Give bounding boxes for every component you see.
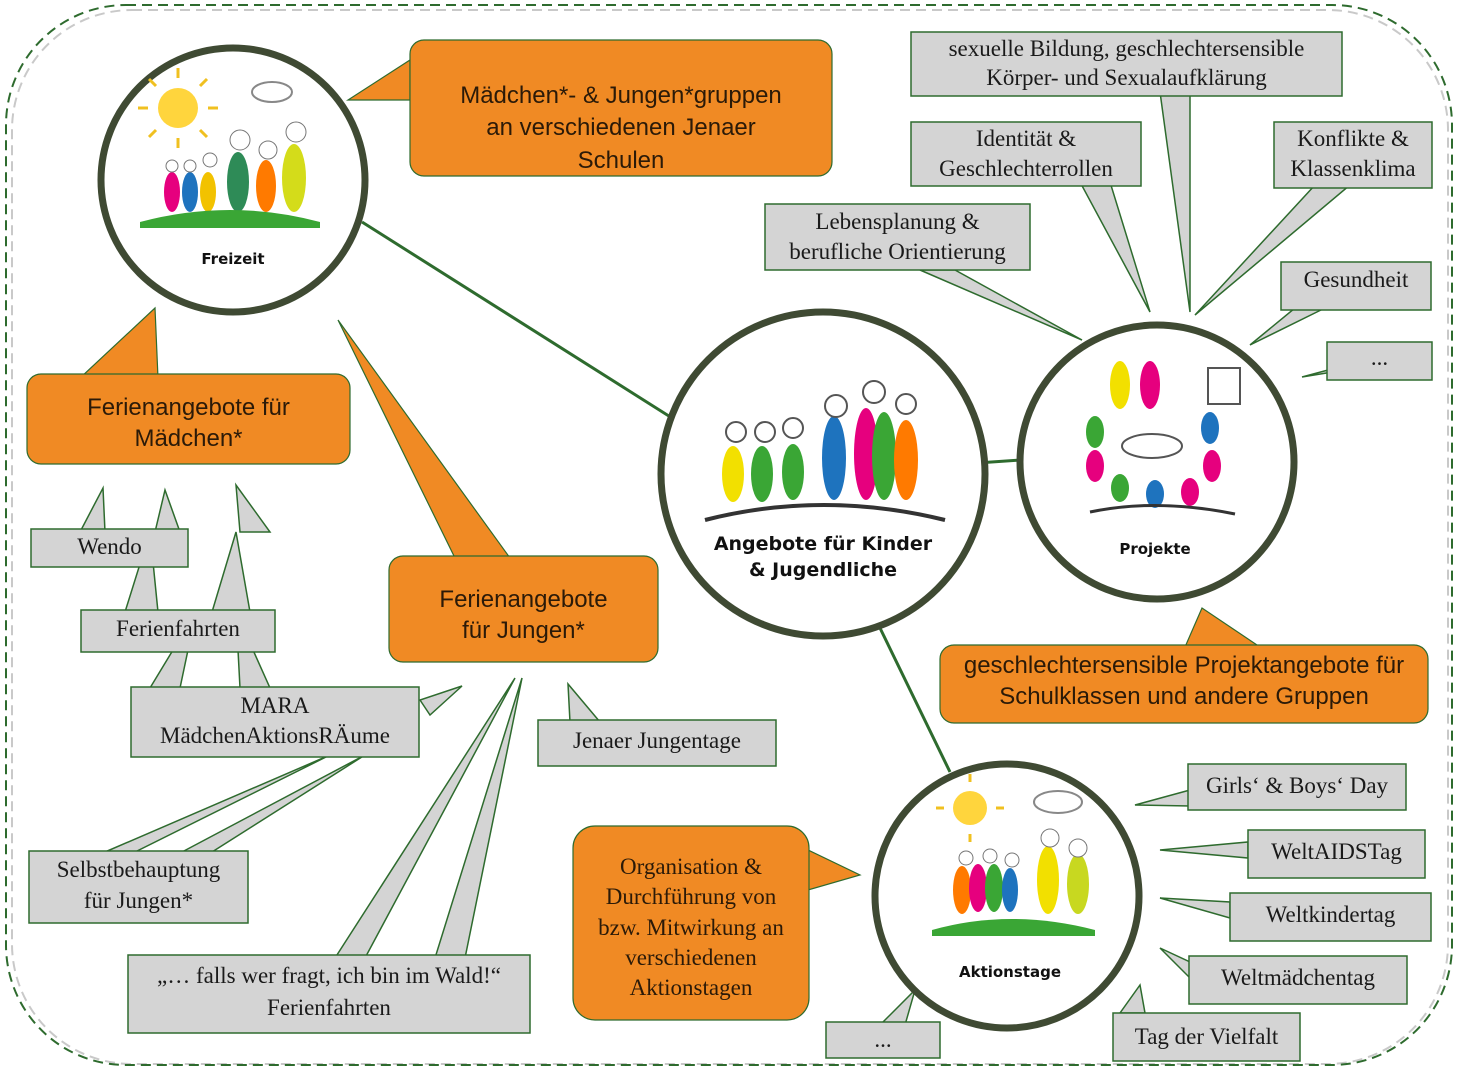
callout-aktionstage-text: Organisation & Durchführung von bzw. Mit…: [598, 854, 784, 1001]
item-selbstbehauptung-line1: Selbstbehauptung: [56, 857, 221, 882]
day-vielfalt: Tag der Vielfalt: [1134, 1024, 1279, 1049]
connector-freizeit: [361, 220, 673, 420]
cloud-icon: [251, 81, 293, 103]
hub-aktionstage: [871, 760, 1143, 1032]
item-wendo: Wendo: [77, 534, 142, 559]
hub-center: [657, 308, 989, 640]
topic-konflikte-line1: Konflikte &: [1297, 126, 1409, 151]
item-wald-line2: Ferienfahrten: [267, 995, 391, 1020]
people-figures-icon: [932, 828, 1095, 936]
item-box-wald: [127, 954, 531, 1034]
cloud-icon: [1033, 790, 1083, 814]
classroom-figures-icon: [1086, 361, 1241, 516]
item-box-ferienfahrten: [80, 609, 276, 653]
gray-pointers: [78, 91, 1353, 1026]
day-weltaidstag: WeltAIDSTag: [1271, 839, 1402, 864]
people-figures-icon: [704, 380, 946, 522]
sun-icon: [953, 791, 987, 825]
day-box-aids: [1247, 829, 1426, 879]
hub-label-center: Angebote für Kinder & Jugendliche: [713, 533, 933, 581]
callout-gruppen-text: Mädchen*- & Jungen*gruppen an verschiede…: [460, 82, 782, 174]
item-ferienfahrten: Ferienfahrten: [116, 616, 240, 641]
topic-box-etc: [1326, 341, 1433, 381]
callout-projektangebote: [939, 644, 1429, 724]
callout-ferien-maedchen: [26, 373, 351, 465]
topic-lebensplanung-line2: berufliche Orientierung: [789, 239, 1006, 264]
item-box-wendo: [30, 528, 189, 568]
orange-callouts: [26, 39, 1429, 1021]
topic-identitaet-line2: Geschlechterrollen: [939, 156, 1113, 181]
day-box-etc: [825, 1021, 941, 1059]
outer-border-light: [11, 9, 1449, 1065]
sun-rays-icon: [936, 774, 1004, 842]
item-mara-line1: MARA: [240, 693, 310, 718]
topic-identitaet-line1: Identität &: [975, 126, 1077, 151]
people-figures-icon: [140, 121, 320, 228]
item-jungentage: Jenaer Jungentage: [573, 728, 741, 753]
callout-ferien-maedchen-text: Ferienangebote für Mädchen*: [87, 394, 290, 453]
topic-gesundheit: Gesundheit: [1303, 267, 1409, 292]
hub-projekte: [1016, 321, 1298, 603]
topic-box-lebensplanung: [764, 203, 1031, 271]
callout-projektangebote-text: geschlechtersensible Projektangebote für…: [963, 652, 1405, 711]
sun-rays-icon: [138, 68, 218, 148]
topic-sexualbildung-line1: sexuelle Bildung, geschlechtersensible: [948, 36, 1305, 61]
item-mara-line2: MädchenAktionsRÄume: [160, 723, 390, 748]
hub-label-freizeit: Freizeit: [201, 250, 265, 268]
callout-gruppen: [409, 39, 833, 177]
day-etc: ...: [874, 1027, 892, 1052]
callout-aktionstage: [572, 825, 810, 1021]
connector-aktionstage: [878, 627, 952, 773]
item-selbstbehauptung-line2: für Jungen*: [83, 888, 194, 913]
callout-ferien-jungen-text: Ferienangebote für Jungen*: [439, 586, 608, 645]
topic-box-identitaet: [910, 121, 1142, 187]
topic-box-gesundheit: [1280, 261, 1432, 311]
item-wald-line1: „… falls wer fragt, ich bin im Wald!“: [157, 963, 501, 988]
topic-box-konflikte: [1273, 121, 1433, 189]
day-box-kinder: [1229, 892, 1432, 942]
day-girls-boys: Girls‘ & Boys‘ Day: [1205, 773, 1389, 798]
item-box-jungentage: [537, 719, 777, 767]
day-weltmaedchentag: Weltmädchentag: [1221, 965, 1375, 990]
hub-label-aktionstage: Aktionstage: [958, 963, 1061, 981]
topic-box-sexualbildung: [910, 31, 1343, 97]
topic-etc: ...: [1370, 345, 1389, 370]
sun-icon: [158, 88, 198, 128]
day-weltkindertag: Weltkindertag: [1265, 902, 1396, 927]
topic-sexualbildung-line2: Körper- und Sexualaufklärung: [986, 65, 1267, 90]
hub-label-projekte: Projekte: [1119, 540, 1191, 558]
day-box-maedchen: [1188, 955, 1408, 1005]
topic-konflikte-line2: Klassenklima: [1290, 156, 1416, 181]
callout-ferien-jungen: [388, 555, 659, 663]
topic-lebensplanung-line1: Lebensplanung &: [815, 209, 980, 234]
item-box-selbstbehauptung: [28, 850, 249, 924]
gray-boxes: [28, 31, 1433, 1062]
day-box-girls: [1187, 763, 1407, 811]
item-box-mara: [130, 686, 420, 758]
hub-freizeit: [97, 44, 369, 316]
day-box-vielfalt: [1112, 1012, 1301, 1062]
